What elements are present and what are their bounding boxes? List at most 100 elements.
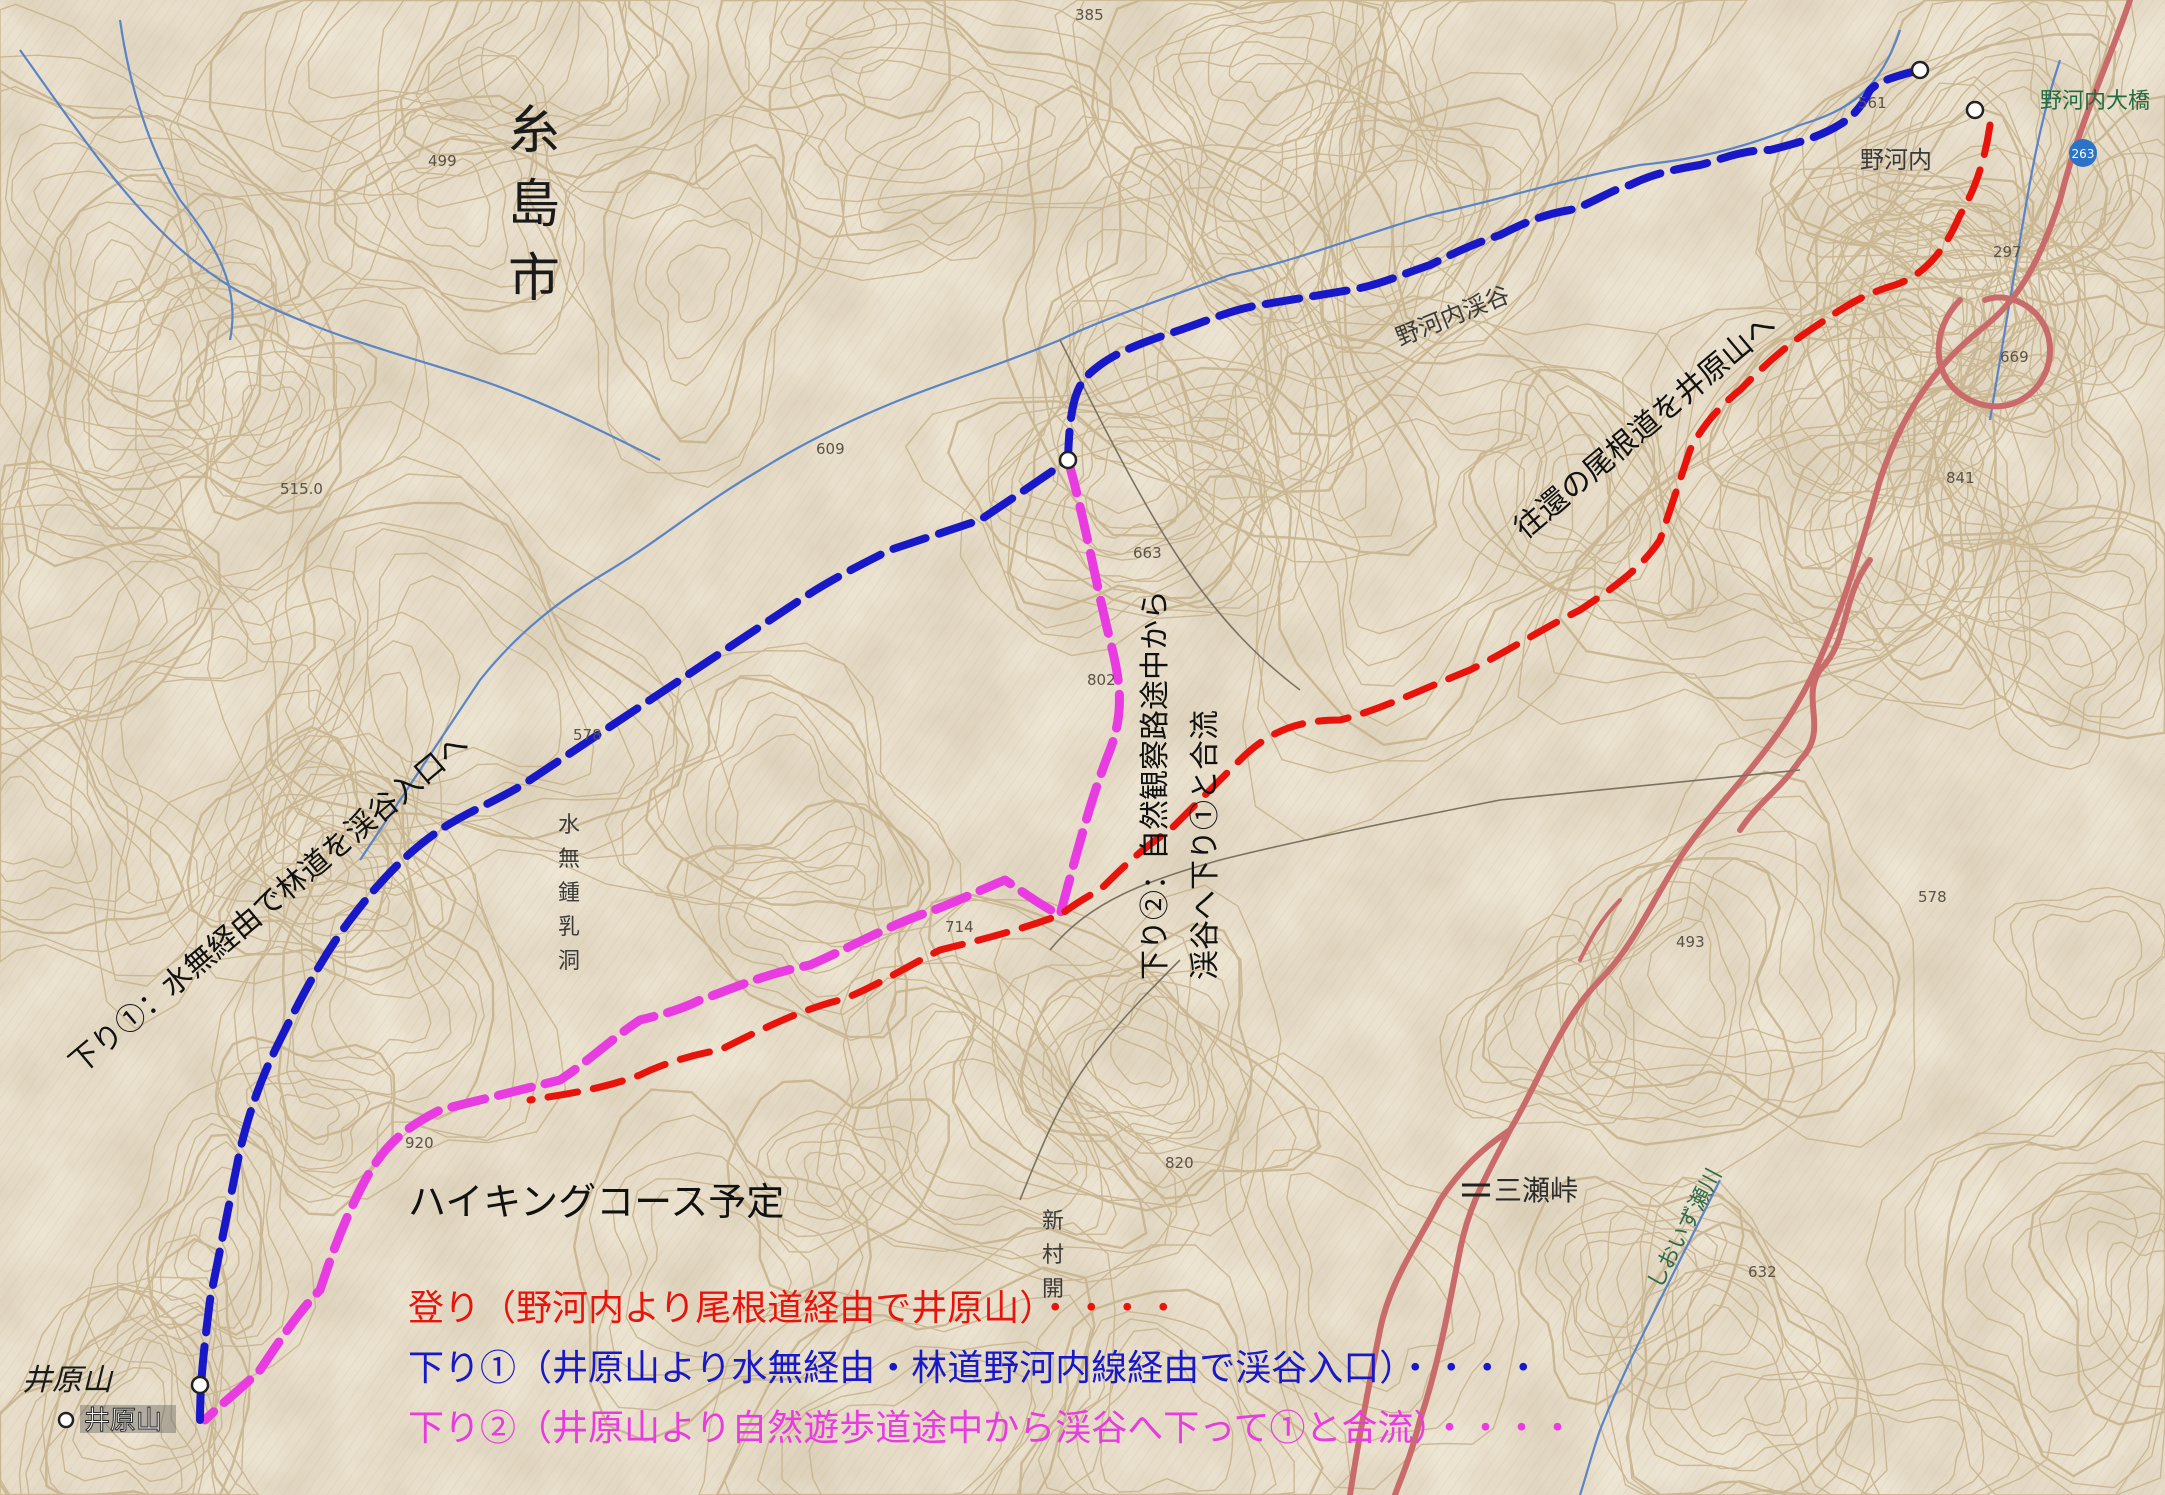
contour-line xyxy=(1983,610,2118,751)
contour-line xyxy=(1756,166,2131,508)
contour-line xyxy=(1816,1397,1985,1495)
forest-road-settlement xyxy=(1019,959,1181,1201)
contour-line xyxy=(725,841,880,998)
contour-line xyxy=(261,640,435,871)
contour-line xyxy=(1267,332,1612,747)
contour-line xyxy=(336,552,595,786)
contour-line xyxy=(0,85,273,398)
contour-line xyxy=(927,892,1322,1212)
contour-line xyxy=(1312,56,1489,349)
contour-line xyxy=(588,1114,864,1411)
contour-line xyxy=(149,689,417,986)
contour-line xyxy=(1439,913,1637,1126)
contour-line xyxy=(208,0,631,206)
road-serpentine xyxy=(1737,557,1873,833)
contour-line xyxy=(271,0,578,153)
contour-line xyxy=(277,820,495,1141)
contour-line xyxy=(682,691,883,901)
contour-line xyxy=(1941,1096,2165,1457)
legend-item-descent2: 下り②（井原山より自然遊歩道途中から渓谷へ下って①と合流）・・・・ xyxy=(408,1408,1575,1449)
contour-line xyxy=(1018,1288,1324,1495)
contour-line xyxy=(715,1266,1096,1495)
contour-line xyxy=(1515,411,1653,584)
route-descent2 xyxy=(200,455,1124,1425)
contour-line xyxy=(264,473,694,855)
contour-line xyxy=(1992,886,2165,1043)
contour-line xyxy=(1627,1202,1859,1495)
legend: ハイキングコース予定 登り（野河内より尾根道経由で井原山）・・・・ 下り①（井原… xyxy=(408,1180,1575,1449)
contour-line xyxy=(1068,931,1211,1145)
node-summit-route xyxy=(190,1375,210,1395)
contour-line xyxy=(26,201,254,548)
contour-line xyxy=(1579,1239,1680,1328)
contour-line xyxy=(1596,1205,1784,1390)
contour-line xyxy=(1781,1378,2020,1495)
contour-line xyxy=(2086,1220,2165,1371)
contour-line xyxy=(947,897,1297,1202)
contour-line xyxy=(808,1368,1005,1495)
contour-line xyxy=(1839,199,2011,356)
cave-label: 水 無 鍾 乳 洞 xyxy=(558,813,580,974)
cave-char-4: 乳 xyxy=(558,915,580,940)
contour-line xyxy=(1447,366,1719,624)
contour-line xyxy=(307,0,543,99)
contour-line xyxy=(1293,351,1574,727)
contour-line xyxy=(2011,1193,2139,1348)
contour-line xyxy=(1347,127,1445,284)
contour-line xyxy=(1037,1310,1295,1495)
elevation-label: 499 xyxy=(428,152,457,170)
contour-line xyxy=(1222,1052,1520,1490)
contour-line xyxy=(1080,995,1203,1126)
contour-line xyxy=(755,1110,920,1253)
contour-line xyxy=(45,1237,252,1495)
contour-line xyxy=(0,751,98,885)
contour-line xyxy=(72,1301,223,1483)
contour-line xyxy=(781,1353,1037,1495)
contour-line xyxy=(625,1178,815,1358)
contour-line xyxy=(792,22,1096,203)
contour-line xyxy=(1562,1227,1699,1339)
bridge-label: 野河内大橋 xyxy=(2040,89,2150,114)
contour-line xyxy=(102,1334,197,1451)
contour-line xyxy=(1517,1175,1745,1406)
contour-line xyxy=(362,113,533,288)
contour-line xyxy=(1100,1349,1234,1493)
cave-char-5: 洞 xyxy=(558,949,580,974)
contour-line xyxy=(0,1276,260,1495)
contour-line xyxy=(1627,312,1939,662)
contour-line xyxy=(1543,1210,1719,1358)
contour-line xyxy=(186,725,390,954)
route-descent1 xyxy=(196,66,1924,1424)
contour-line xyxy=(247,806,332,886)
contour-line xyxy=(1642,1262,1839,1472)
contour-line xyxy=(25,1336,199,1495)
city-label: 糸 島 市 xyxy=(508,101,560,309)
contour-line xyxy=(291,878,478,1096)
contour-line xyxy=(2032,909,2143,1020)
contour-line xyxy=(572,1088,873,1443)
contour-line xyxy=(904,356,1358,620)
contour-line xyxy=(255,1078,361,1162)
contour-line xyxy=(2038,1185,2165,1410)
contour-line xyxy=(858,90,1003,247)
contour-line xyxy=(279,1093,341,1145)
contour-line xyxy=(172,323,378,521)
contour-line xyxy=(666,798,932,1039)
cave-char-2: 無 xyxy=(558,847,580,872)
node-peak xyxy=(57,1411,75,1429)
contour-line xyxy=(1084,435,1179,539)
contour-line xyxy=(988,311,1279,639)
contour-line xyxy=(2052,152,2165,284)
contour-line xyxy=(1541,250,1989,722)
contour-line xyxy=(1091,0,1387,298)
contour-line xyxy=(1260,144,1492,355)
settlement-char-2: 村 xyxy=(1042,1243,1064,1268)
contour-line xyxy=(1220,295,1662,774)
contour-line xyxy=(1052,439,1218,530)
contour-line xyxy=(959,299,1313,657)
contour-line xyxy=(1821,455,1970,606)
contour-line xyxy=(1177,0,1365,147)
contour-line xyxy=(1783,385,2005,681)
contour-line xyxy=(1858,144,2066,396)
